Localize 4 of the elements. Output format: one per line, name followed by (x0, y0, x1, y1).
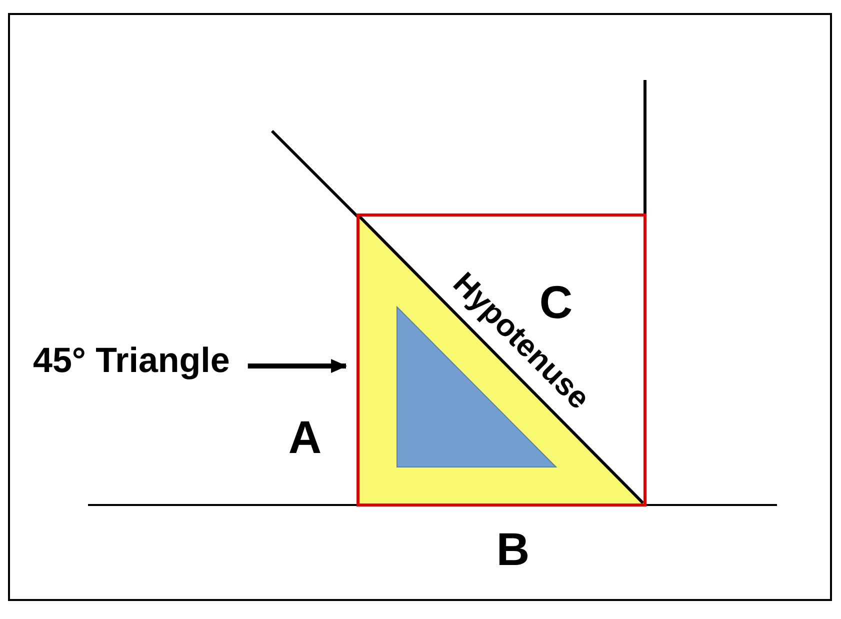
side-letter: B (496, 526, 530, 572)
callout-text: 45° Triangle (33, 343, 230, 378)
side-letter: A (288, 414, 322, 460)
arrow (248, 359, 347, 373)
